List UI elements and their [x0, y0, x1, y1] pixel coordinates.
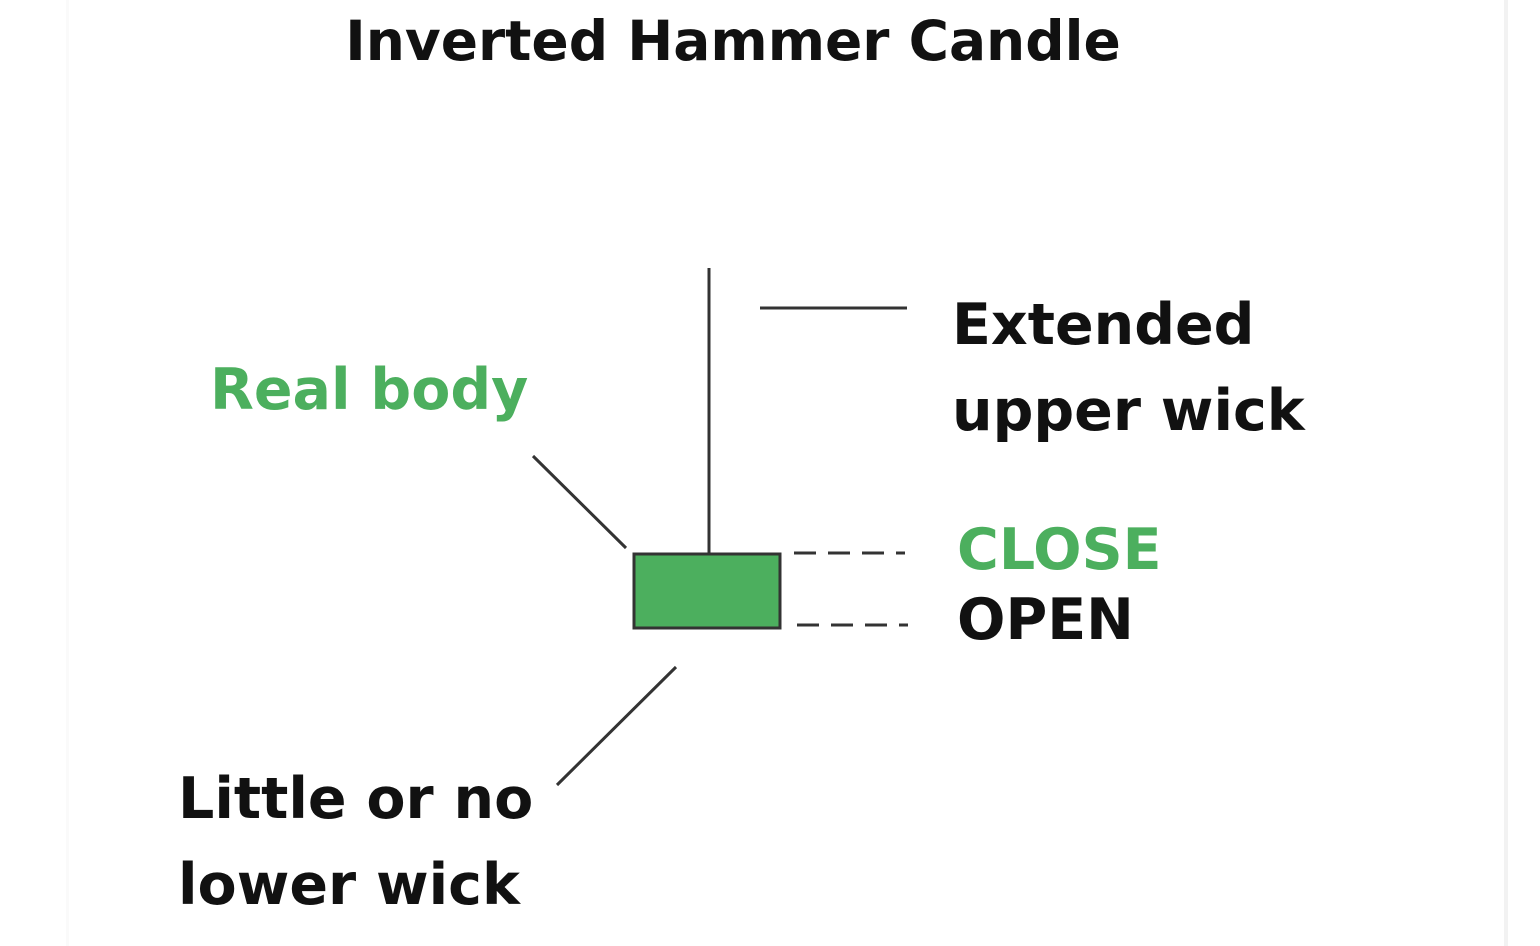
lower-wick-label-line-2: lower wick: [178, 852, 520, 918]
candle-body: [632, 552, 782, 630]
upper-wick-label-line-1: Extended: [952, 292, 1255, 358]
frame-right-edge: [1504, 0, 1508, 946]
real-body-leader: [531, 454, 628, 550]
upper-wick-label: Extended upper wick: [952, 282, 1305, 454]
close-label: CLOSE: [957, 517, 1162, 583]
real-body-label: Real body: [210, 357, 529, 423]
lower-wick-label-line-1: Little or no: [178, 766, 534, 832]
lower-wick-label: Little or no lower wick: [178, 756, 533, 928]
lower-wick-leader: [555, 665, 678, 787]
upper-wick-label-line-2: upper wick: [952, 378, 1305, 444]
diagram-title: Inverted Hammer Candle: [345, 9, 1121, 73]
frame-left-edge: [66, 0, 69, 946]
open-label: OPEN: [957, 587, 1134, 653]
